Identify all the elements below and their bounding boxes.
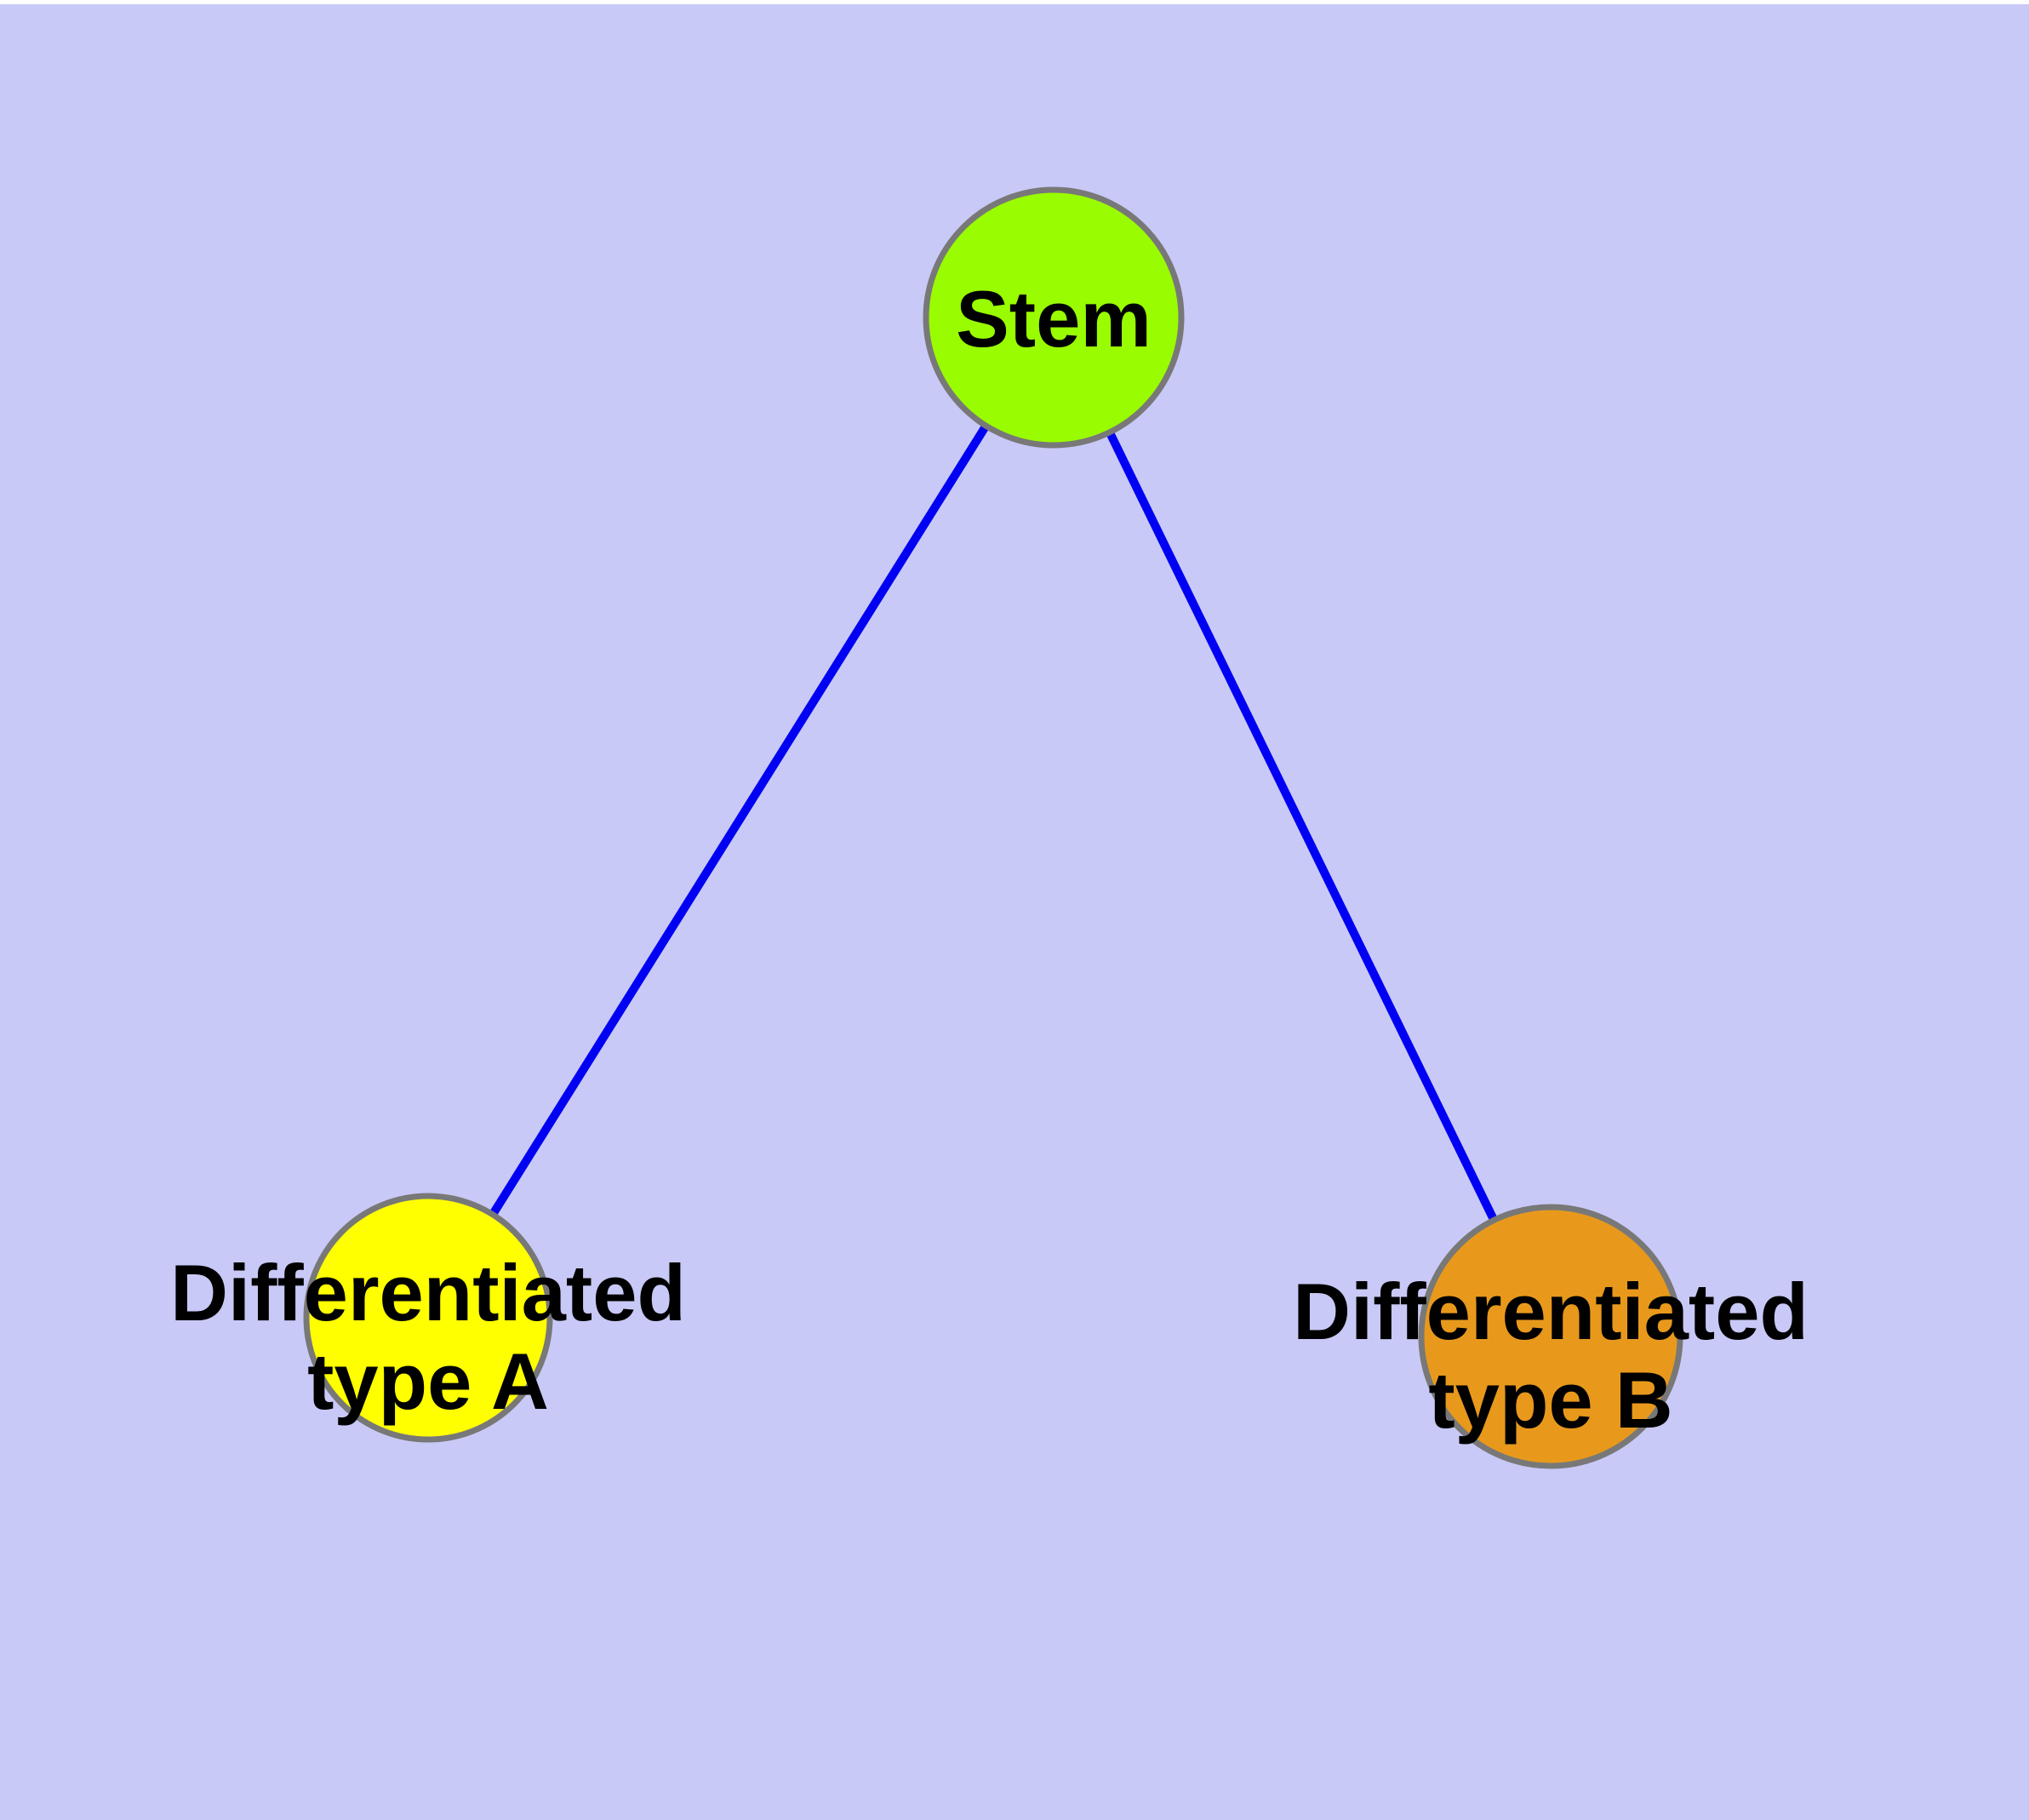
- node-stem: [923, 186, 1185, 449]
- edge-stem-to-type-b: [1049, 315, 1555, 1339]
- edges: [424, 315, 1555, 1339]
- node-type-b-label-line1: Differentiated: [1293, 1267, 1809, 1356]
- node-type-a: [303, 1193, 553, 1443]
- nodes: [303, 186, 1683, 1469]
- node-type-a-label-line1: Differentiated: [170, 1248, 686, 1337]
- node-type-a-label-line2: type A: [307, 1336, 549, 1426]
- node-type-b-label-line2: type B: [1428, 1355, 1672, 1445]
- edge-stem-to-type-a: [424, 315, 1058, 1320]
- node-type-b: [1418, 1204, 1683, 1469]
- node-stem-label: Stem: [956, 274, 1152, 363]
- node-labels: Stem Differentiated type A Differentiate…: [170, 274, 1809, 1445]
